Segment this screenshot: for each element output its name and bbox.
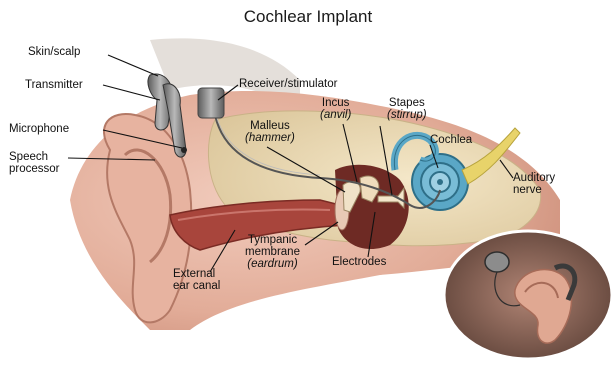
label-speech-processor: Speech processor — [9, 151, 60, 175]
label-tympanic-membrane: Tympanic membrane (eardrum) — [245, 234, 300, 270]
label-electrodes: Electrodes — [332, 256, 386, 268]
label-auditory-nerve-line1: Auditory — [513, 172, 555, 184]
label-receiver-stimulator: Receiver/stimulator — [239, 78, 337, 90]
label-cochlea: Cochlea — [430, 134, 472, 146]
label-external-ear-canal: External ear canal — [173, 268, 220, 292]
label-external-ear-canal-line2: ear canal — [173, 280, 220, 292]
label-speech-processor-line2: processor — [9, 163, 60, 175]
label-skin-scalp: Skin/scalp — [28, 46, 80, 58]
label-stapes-line1: Stapes — [387, 97, 427, 109]
label-incus-line2: (anvil) — [320, 109, 351, 121]
label-transmitter: Transmitter — [25, 79, 83, 91]
label-malleus-line2: (hammer) — [245, 132, 295, 144]
label-external-ear-canal-line1: External — [173, 268, 220, 280]
label-auditory-nerve-line2: nerve — [513, 184, 555, 196]
label-speech-processor-line1: Speech — [9, 151, 60, 163]
inset-external-view — [444, 231, 612, 359]
label-tympanic-line1: Tympanic — [245, 234, 300, 246]
label-incus: Incus (anvil) — [320, 97, 351, 121]
label-incus-line1: Incus — [320, 97, 351, 109]
label-stapes: Stapes (stirrup) — [387, 97, 427, 121]
label-malleus: Malleus (hammer) — [245, 120, 295, 144]
label-tympanic-line3: (eardrum) — [247, 258, 297, 270]
label-stapes-line2: (stirrup) — [387, 109, 427, 121]
receiver-stimulator-device — [198, 88, 224, 118]
label-auditory-nerve: Auditory nerve — [513, 172, 555, 196]
label-tympanic-line2: membrane — [245, 246, 300, 258]
diagram-title: Cochlear Implant — [0, 7, 616, 27]
label-microphone: Microphone — [9, 123, 69, 135]
label-malleus-line1: Malleus — [245, 120, 295, 132]
